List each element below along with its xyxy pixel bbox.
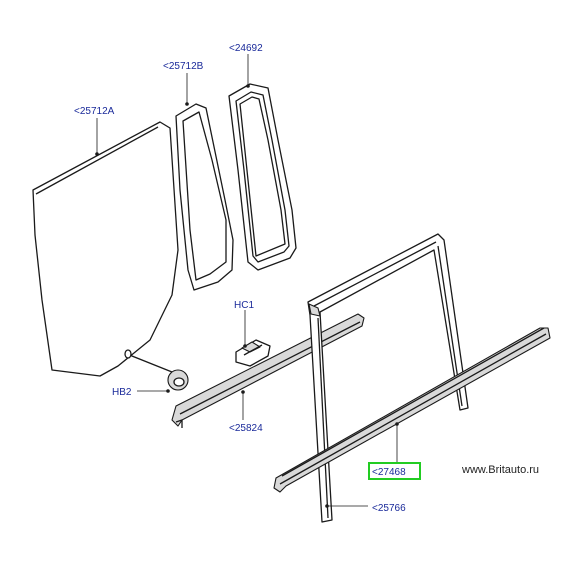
highlight-box bbox=[368, 462, 421, 480]
watermark: www.Britauto.ru bbox=[461, 464, 539, 476]
callout-glass-a[interactable]: <25712A bbox=[74, 106, 115, 117]
clip-part bbox=[235, 310, 271, 367]
callout-outer-belt[interactable]: <27468 bbox=[372, 467, 406, 478]
quarter-glass bbox=[175, 73, 234, 291]
seal-frame bbox=[228, 54, 297, 271]
callout-stopper[interactable]: HB2 bbox=[112, 387, 132, 398]
inner-seal bbox=[171, 313, 365, 428]
callout-clip[interactable]: HC1 bbox=[234, 300, 254, 311]
callout-inner-seal[interactable]: <25824 bbox=[229, 423, 263, 434]
door-glass bbox=[32, 118, 179, 377]
callout-run-channel[interactable]: <25766 bbox=[372, 503, 406, 514]
stopper-part bbox=[124, 349, 189, 393]
outer-belt bbox=[273, 327, 551, 493]
callout-glass-b[interactable]: <25712B bbox=[163, 61, 204, 72]
callout-seal-frame[interactable]: <24692 bbox=[229, 43, 263, 54]
